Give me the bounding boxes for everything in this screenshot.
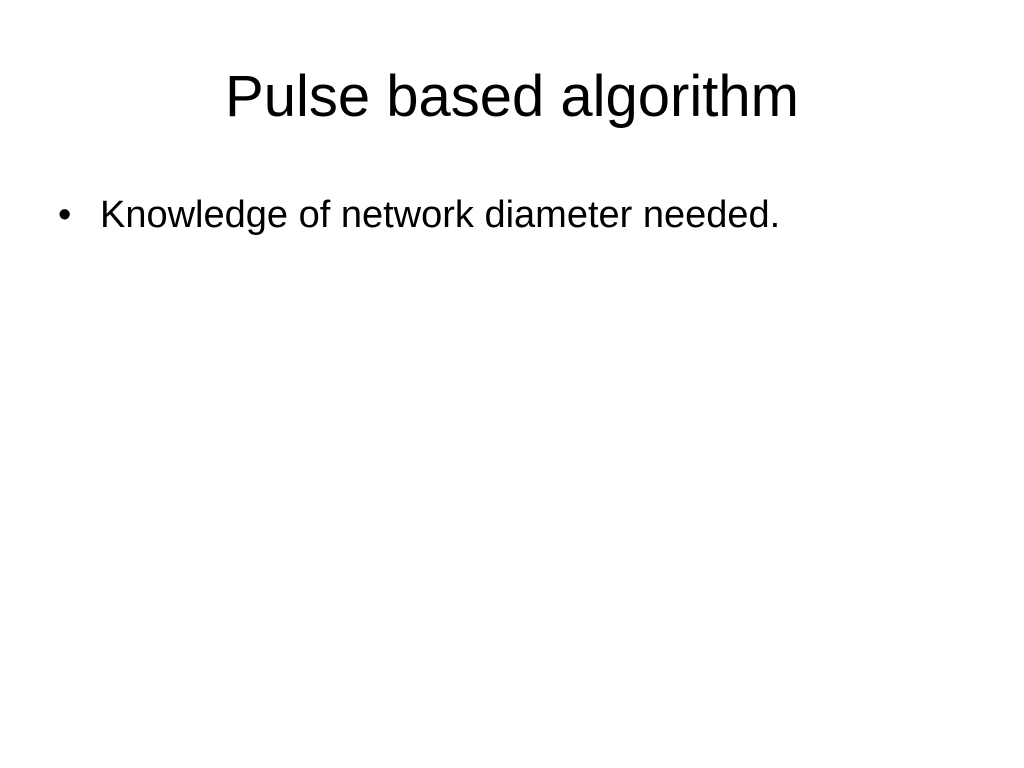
bullet-item: • Knowledge of network diameter needed.	[58, 190, 978, 240]
slide-title: Pulse based algorithm	[225, 64, 799, 129]
bullet-list: • Knowledge of network diameter needed.	[58, 190, 978, 240]
bullet-text: Knowledge of network diameter needed.	[100, 194, 781, 236]
bullet-marker: •	[58, 194, 72, 236]
